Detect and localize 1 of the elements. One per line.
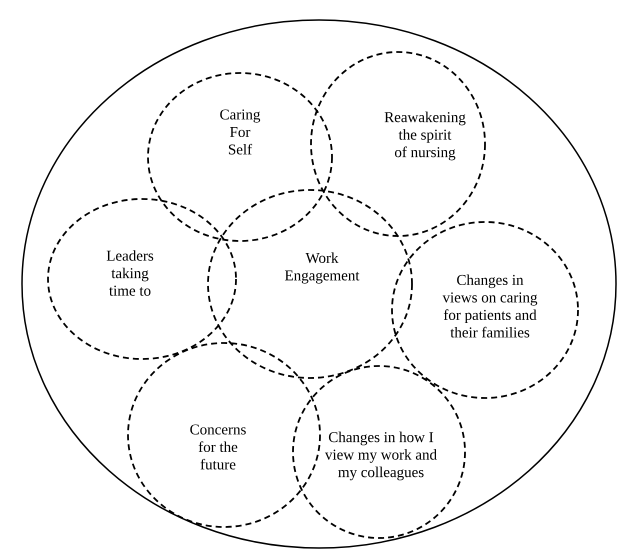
outer-ellipse <box>21 19 617 549</box>
